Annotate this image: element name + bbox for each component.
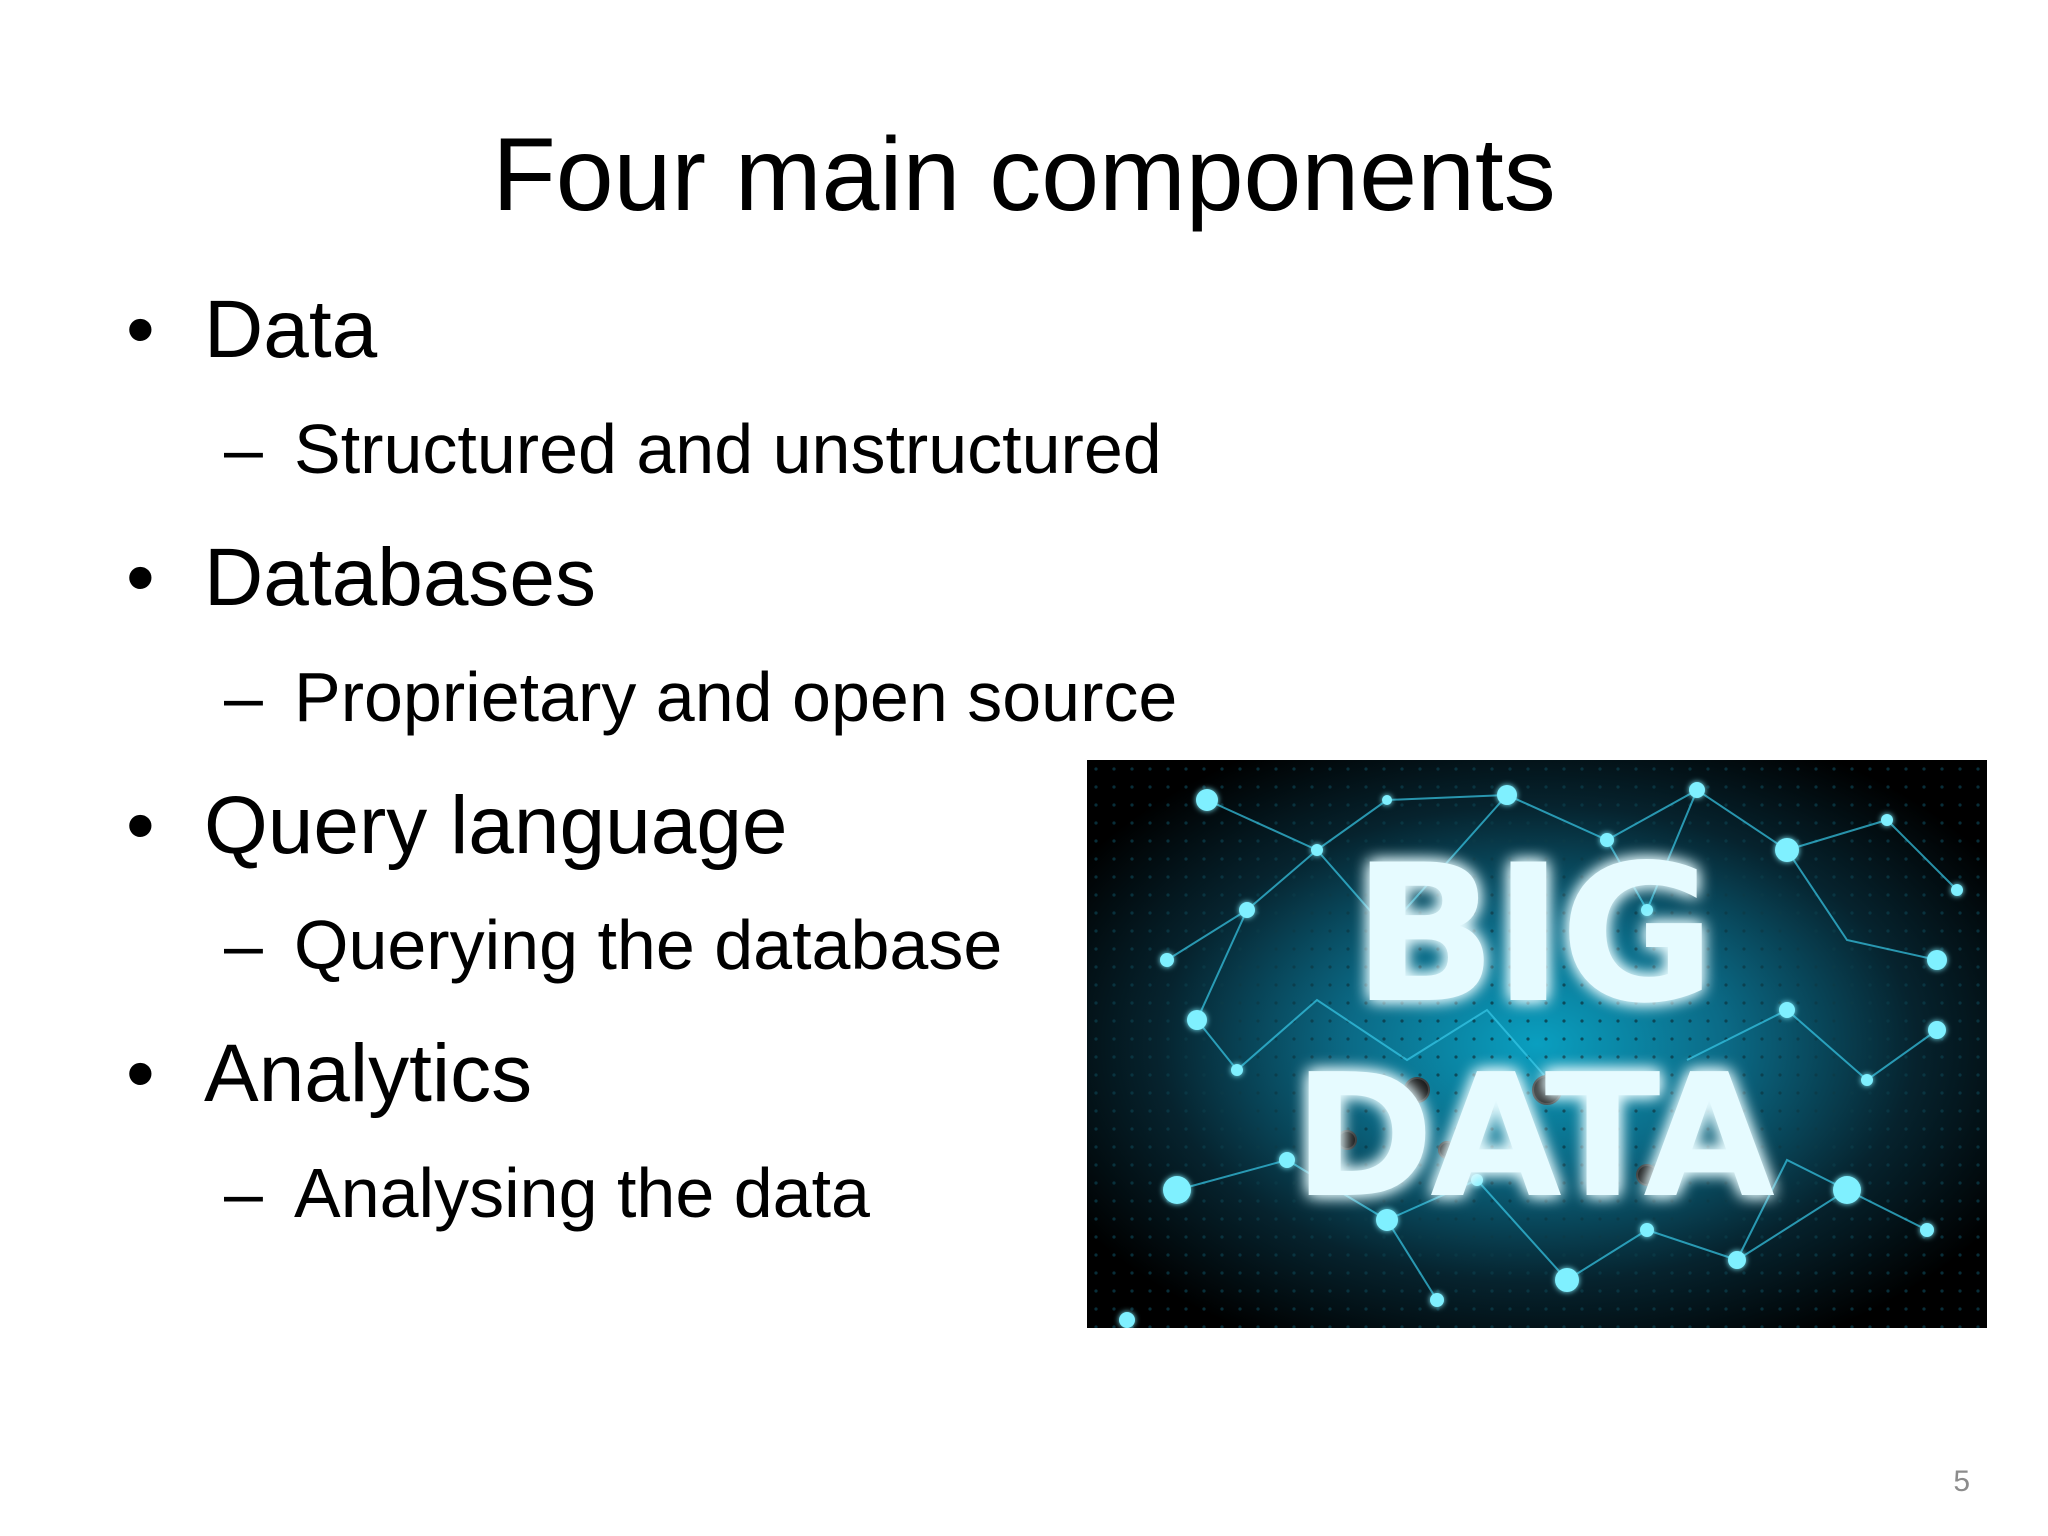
dash-icon: – — [224, 658, 263, 736]
bullet-icon: • — [126, 532, 155, 623]
dash-icon: – — [224, 410, 263, 488]
network-nodes — [1119, 782, 1963, 1328]
dark-nodes — [1337, 1075, 1658, 1186]
bullet-item-analytics: • Analytics — [118, 1024, 1118, 1148]
sub-item-query-language: – Querying the database — [118, 900, 1118, 1024]
bullet-item-data: • Data — [118, 280, 1118, 404]
sub-label: Proprietary and open source — [294, 658, 1178, 736]
sub-label: Structured and unstructured — [294, 410, 1162, 488]
big-data-illustration: BIG DATA — [1087, 760, 1987, 1328]
sub-label: Querying the database — [294, 906, 1003, 984]
bullet-label: Analytics — [204, 1028, 533, 1119]
sub-item-data: – Structured and unstructured — [118, 404, 1162, 528]
bullet-icon: • — [126, 1028, 155, 1119]
big-word: BIG — [1352, 824, 1711, 1045]
bullet-item-query-language: • Query language — [118, 776, 1118, 900]
sub-label: Analysing the data — [294, 1154, 870, 1232]
page-number: 5 — [1953, 1465, 1970, 1498]
bullet-label: Data — [204, 284, 378, 375]
bullet-label: Databases — [204, 532, 597, 623]
bullet-label: Query language — [204, 780, 788, 871]
bullet-list: • Data – Structured and unstructured • D… — [118, 280, 1177, 1272]
sub-item-analytics: – Analysing the data — [118, 1148, 1118, 1272]
dash-icon: – — [224, 1154, 263, 1232]
dash-icon: – — [224, 906, 263, 984]
bullet-item-databases: • Databases — [118, 528, 1118, 652]
data-word: DATA — [1293, 1038, 1774, 1236]
bullet-icon: • — [126, 780, 155, 871]
bullet-icon: • — [126, 284, 155, 375]
sub-item-databases: – Proprietary and open source — [118, 652, 1177, 776]
big-data-image: BIG DATA — [1087, 760, 1987, 1328]
big-data-text: BIG DATA — [1293, 824, 1778, 1236]
slide-title: Four main components — [492, 117, 1556, 233]
